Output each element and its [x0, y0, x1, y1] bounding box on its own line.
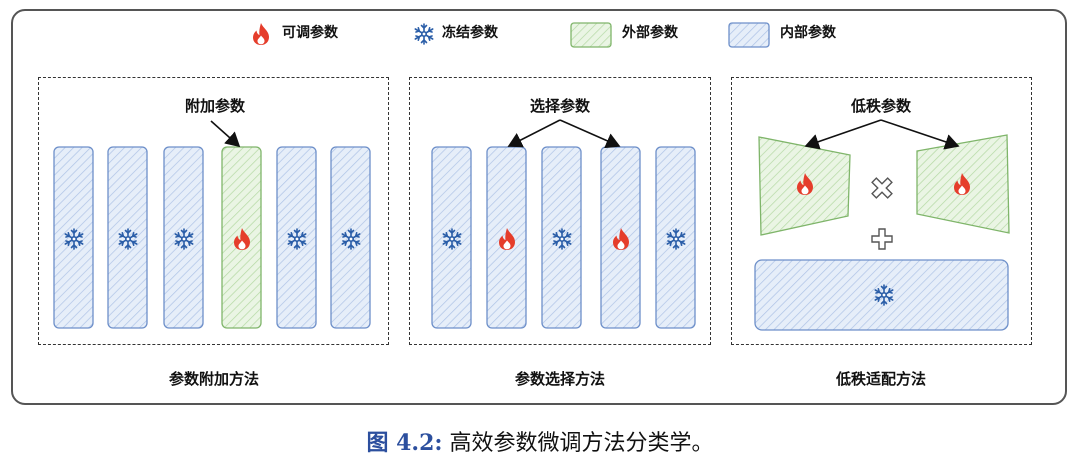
legend-external-label: 外部参数	[622, 25, 678, 41]
panel-title: 选择参数	[529, 97, 590, 115]
legend-flame-icon	[253, 23, 269, 45]
plus-icon	[871, 228, 893, 250]
figure-caption: 图 4.2: 高效参数微调方法分类学。	[0, 425, 1080, 457]
arrow	[559, 119, 621, 149]
multiply-icon	[871, 177, 893, 199]
legend-internal-label: 内部参数	[780, 25, 836, 41]
figure-frame	[11, 9, 1067, 405]
panel-title: 低秩参数	[850, 97, 911, 115]
legend-frozen-label: 冻结参数	[442, 25, 498, 41]
caption-label: 图 4.2:	[366, 430, 443, 456]
legend-internal-swatch	[728, 22, 770, 48]
arrow	[210, 120, 241, 148]
legend-external-swatch	[570, 22, 612, 48]
panel-selection	[409, 77, 711, 345]
arrow	[507, 119, 561, 148]
arrow	[880, 119, 960, 150]
panel-lowrank	[731, 77, 1032, 345]
caption-text: 高效参数微调方法分类学。	[442, 431, 714, 456]
legend-tunable-label: 可调参数	[282, 25, 338, 41]
arrow	[804, 119, 882, 150]
panel-title: 附加参数	[184, 97, 245, 115]
legend-snowflake-icon	[414, 23, 434, 45]
panel-addition	[38, 77, 389, 345]
method-label: 低秩适配方法	[835, 370, 926, 388]
method-label: 参数附加方法	[168, 370, 259, 388]
method-label: 参数选择方法	[514, 370, 605, 388]
